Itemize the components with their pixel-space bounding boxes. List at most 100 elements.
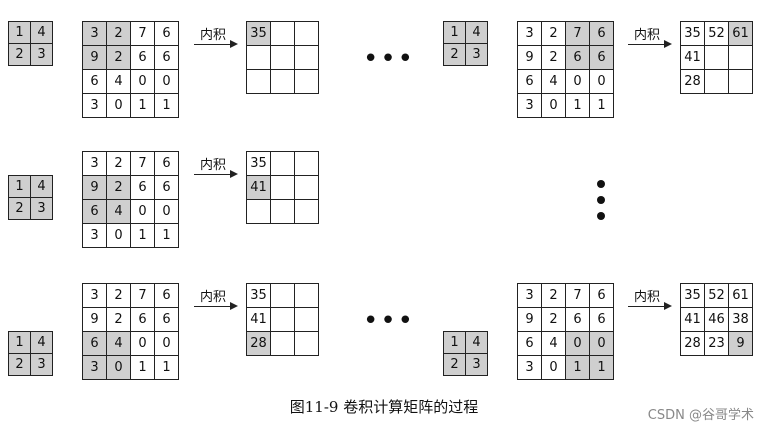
matrix-cell: 1: [443, 331, 466, 354]
matrix-cell: 0: [130, 331, 155, 356]
matrix-cell: 2: [106, 21, 131, 46]
matrix-cell: 1: [130, 93, 155, 118]
arrow-icon: [194, 302, 238, 310]
matrix-cell: 6: [82, 331, 107, 356]
arrow-icon: [194, 170, 238, 178]
matrix-cell: 3: [30, 353, 53, 376]
matrix-cell: 0: [154, 69, 179, 94]
matrix-cell: 35: [246, 283, 271, 308]
matrix-cell: 2: [443, 353, 466, 376]
matrix-cell: 2: [106, 175, 131, 200]
matrix-cell: 6: [154, 175, 179, 200]
matrix-cell: [270, 283, 295, 308]
matrix-cell: [294, 21, 319, 46]
matrix-row: [246, 199, 319, 224]
matrix-row: [246, 45, 319, 70]
matrix-cell: 3: [82, 283, 107, 308]
matrix-cell: 7: [130, 21, 155, 46]
matrix-cell: 7: [565, 21, 590, 46]
matrix-cell: 2: [106, 151, 131, 176]
matrix-cell: 28: [246, 331, 271, 356]
matrix-cell: 4: [106, 69, 131, 94]
matrix-cell: 46: [704, 307, 729, 332]
matrix-cell: 4: [541, 331, 566, 356]
matrix-cell: 3: [465, 43, 488, 66]
matrix-cell: 6: [589, 307, 614, 332]
matrix-cell: 6: [130, 175, 155, 200]
matrix-cell: 2: [541, 307, 566, 332]
matrix-cell: 2: [541, 283, 566, 308]
matrix-cell: 0: [106, 93, 131, 118]
matrix-cell: 6: [154, 151, 179, 176]
matrix-cell: 1: [565, 355, 590, 380]
matrix-cell: 0: [541, 355, 566, 380]
watermark: CSDN @谷哥学术: [647, 408, 754, 423]
matrix-cell: 1: [130, 223, 155, 248]
matrix-cell: 1: [589, 355, 614, 380]
matrix-cell: 4: [30, 175, 53, 198]
matrix-cell: 3: [30, 43, 53, 66]
matrix-cell: 4: [541, 69, 566, 94]
matrix-cell: 9: [517, 307, 542, 332]
matrix-cell: 6: [154, 307, 179, 332]
matrix-cell: 1: [565, 93, 590, 118]
matrix-cell: [704, 69, 729, 94]
matrix-cell: [728, 45, 753, 70]
matrix-cell: [270, 69, 295, 94]
matrix-cell: 1: [130, 355, 155, 380]
matrix-cell: [294, 175, 319, 200]
matrix-cell: 4: [30, 21, 53, 44]
matrix-cell: 28: [680, 69, 705, 94]
matrix-cell: 3: [82, 93, 107, 118]
matrix-cell: 3: [517, 283, 542, 308]
matrix-row: 35: [246, 283, 319, 308]
arrow-icon: [628, 302, 672, 310]
arrow-icon: [628, 40, 672, 48]
matrix-cell: 38: [728, 307, 753, 332]
matrix-cell: 6: [565, 45, 590, 70]
matrix-cell: 9: [82, 45, 107, 70]
matrix-cell: 2: [106, 283, 131, 308]
vertical-ellipsis: [597, 180, 607, 228]
matrix-cell: [294, 199, 319, 224]
matrix-cell: [246, 45, 271, 70]
matrix-cell: 35: [246, 21, 271, 46]
matrix-row: 41: [246, 307, 319, 332]
matrix-cell: 3: [82, 21, 107, 46]
matrix-cell: 9: [517, 45, 542, 70]
matrix-cell: [294, 45, 319, 70]
matrix-cell: 52: [704, 21, 729, 46]
matrix-cell: 1: [154, 223, 179, 248]
matrix-row: 35: [246, 21, 319, 46]
matrix-cell: 1: [443, 21, 466, 44]
matrix-cell: 35: [680, 21, 705, 46]
matrix-cell: 1: [8, 175, 31, 198]
matrix-cell: 2: [106, 45, 131, 70]
matrix-row: [246, 69, 319, 94]
output-matrix: 35: [246, 21, 319, 94]
matrix-cell: 7: [130, 283, 155, 308]
matrix-cell: 35: [680, 283, 705, 308]
matrix-cell: [294, 283, 319, 308]
matrix-cell: 6: [82, 69, 107, 94]
matrix-cell: [270, 175, 295, 200]
matrix-cell: 0: [106, 355, 131, 380]
